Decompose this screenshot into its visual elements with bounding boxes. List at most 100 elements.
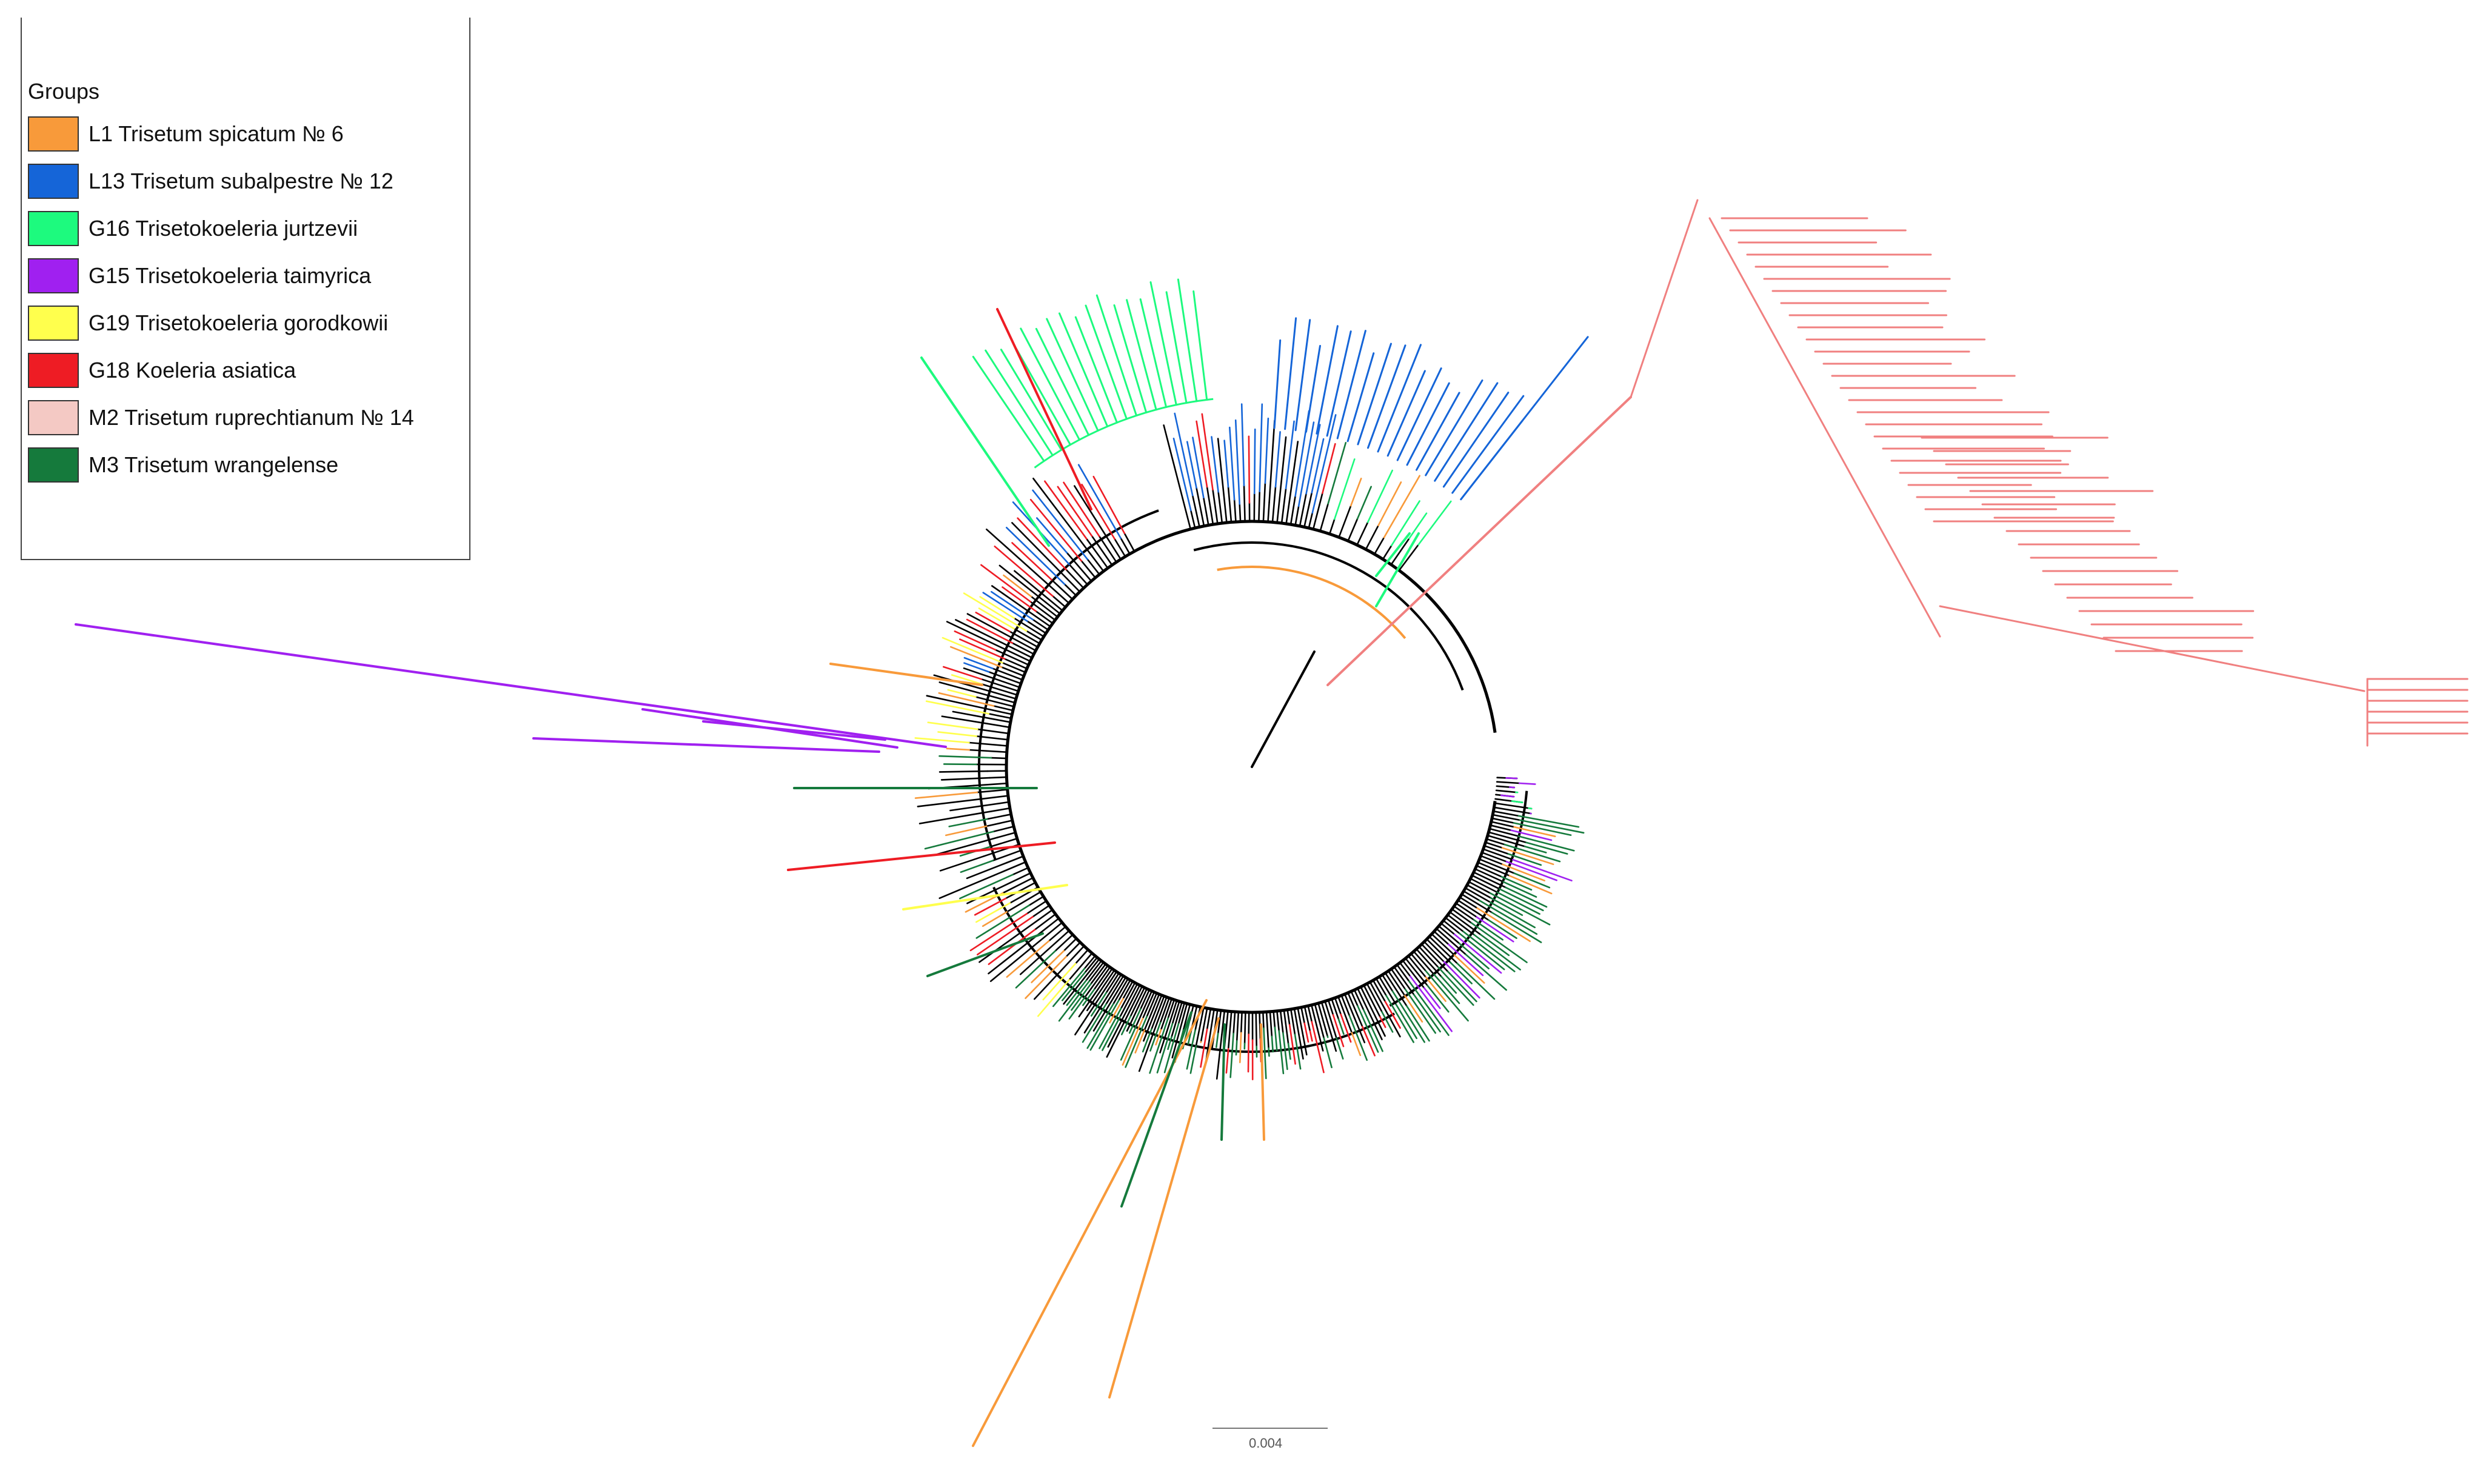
tree-branch — [1470, 878, 1498, 894]
tree-branch — [1086, 558, 1100, 575]
tree-tip — [1034, 957, 1074, 1000]
tree-branch — [1025, 630, 1043, 641]
subclade-arc — [1389, 790, 1528, 1007]
tree-tip — [1377, 344, 1422, 453]
tree-branch — [975, 735, 1009, 741]
tree-tip — [1377, 481, 1402, 527]
tree-branch — [988, 695, 1016, 704]
tree-tip — [1437, 966, 1474, 1006]
tree-tip — [1017, 517, 1067, 570]
tree-tip — [1297, 421, 1315, 507]
tree-branch — [1331, 998, 1340, 1020]
tree-tip — [918, 812, 982, 824]
tree-tip — [1090, 992, 1107, 1017]
tree-tip — [1085, 304, 1128, 420]
tree-branch — [1088, 961, 1105, 982]
tree-branch — [1028, 895, 1045, 906]
tree-tip — [1074, 485, 1102, 529]
tree-tip — [1020, 949, 1049, 975]
tree-tip — [1425, 379, 1483, 476]
tree-tip — [925, 700, 990, 715]
tree-tip — [926, 695, 986, 710]
tree-branch — [1135, 990, 1153, 1028]
tree-tip — [938, 755, 992, 759]
tree-branch — [1206, 1008, 1212, 1031]
tree-branch — [1160, 998, 1172, 1031]
tree-tip — [1273, 339, 1282, 429]
tree-tip — [1122, 1017, 1144, 1066]
tree-branch — [1151, 995, 1165, 1030]
tree-tip — [1002, 586, 1037, 612]
tree-tip — [1404, 988, 1436, 1034]
tree-tip — [1305, 424, 1321, 495]
tree-branch — [1074, 949, 1089, 964]
tree-tip — [1113, 304, 1148, 413]
tree-branch — [1324, 1000, 1337, 1039]
tree-tip — [979, 596, 1015, 620]
tree-tip — [1174, 412, 1194, 496]
tree-branch — [1177, 1002, 1186, 1024]
tree-branch — [1353, 989, 1365, 1011]
tree-tip — [1066, 980, 1087, 1006]
tree-branch — [1483, 844, 1510, 855]
tree-branch — [1011, 642, 1035, 655]
tree-branch — [980, 807, 1011, 814]
tree-branch — [1240, 1011, 1243, 1034]
tree-tip — [1391, 500, 1420, 547]
tree-branch — [1105, 975, 1125, 1005]
tree-tip — [1513, 872, 1551, 889]
tree-tip — [917, 797, 991, 807]
tree-branch — [1054, 934, 1074, 952]
tree-tip — [1362, 1009, 1383, 1052]
tree-branch — [1149, 994, 1163, 1025]
tree-branch — [1328, 518, 1336, 535]
tree-branch — [1273, 1011, 1276, 1029]
tree-tip — [1323, 1037, 1333, 1069]
tree-tip — [1491, 912, 1542, 943]
tree-tip — [1239, 1032, 1242, 1063]
tree-branch — [989, 838, 1018, 848]
tree-tip — [1505, 886, 1548, 908]
tree-branch — [1171, 1001, 1183, 1038]
tree-tip — [927, 721, 978, 730]
tree-tip — [936, 837, 998, 855]
tree-branch — [1283, 1009, 1289, 1044]
tree-tip — [1253, 428, 1256, 495]
tree-branch — [1217, 491, 1223, 524]
tree-tip — [1362, 1026, 1376, 1057]
tree-branch — [1491, 814, 1521, 821]
tree-branch — [1490, 824, 1512, 831]
tree-tip — [1063, 973, 1089, 1005]
tree-branch — [1297, 1007, 1304, 1037]
tree-branch — [1449, 911, 1482, 936]
tree-branch — [1063, 937, 1077, 952]
tree-tip — [1363, 1002, 1383, 1040]
tree-tip — [1391, 990, 1425, 1043]
tree-branch — [994, 649, 1029, 666]
tree-branch — [1402, 960, 1425, 989]
tree-tip — [989, 933, 1049, 982]
tree-tip — [946, 621, 1007, 650]
tree-tip — [974, 897, 1007, 916]
tree-branch — [1269, 1011, 1273, 1038]
tree-branch — [1440, 922, 1456, 935]
tree-tip — [966, 613, 1006, 635]
tree-branch — [1276, 494, 1281, 524]
tree-branch — [1363, 984, 1381, 1018]
tree-tip — [938, 874, 995, 899]
tree-tip — [1163, 1023, 1180, 1074]
tree-branch — [1195, 1006, 1205, 1047]
tree-tip — [1288, 441, 1299, 503]
tree-tip — [1367, 344, 1406, 449]
tree-tip — [1501, 847, 1554, 865]
tree-branch — [976, 789, 1008, 794]
tree-tip — [914, 737, 970, 744]
tree-tip — [1099, 1008, 1122, 1049]
tree-branch — [1169, 1000, 1178, 1021]
tree-tip — [1217, 438, 1226, 505]
tree-branch — [1063, 583, 1077, 597]
tree-tip — [1408, 512, 1428, 540]
tree-tip — [1374, 1016, 1386, 1037]
tree-tip — [988, 929, 1036, 965]
tree-branch — [1442, 920, 1460, 935]
